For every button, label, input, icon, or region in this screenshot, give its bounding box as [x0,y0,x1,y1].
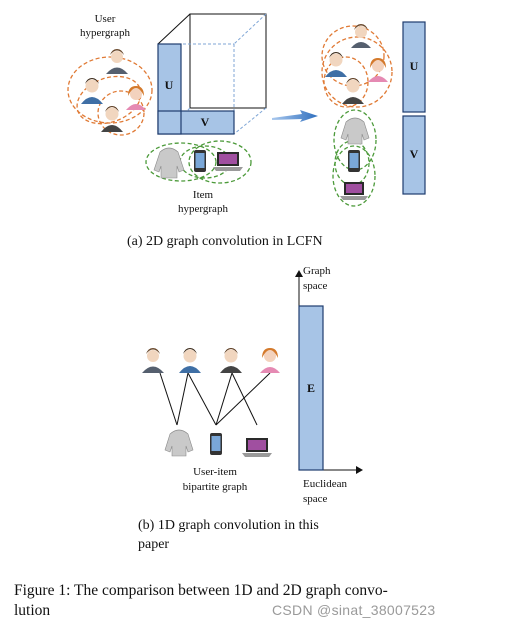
user-icon-b1 [142,348,164,373]
item-hyperedge-r3 [332,145,376,207]
graph-space-label-2: space [303,280,328,292]
matrix-v-left-label: V [200,115,210,129]
user-icon-b4 [260,348,280,373]
user-icon-a2 [81,78,103,104]
user-icon-r2 [325,52,347,77]
item-hypergraph-label-2: hypergraph [178,203,228,215]
matrix-e-label: E [306,381,315,395]
matrix-e [298,305,324,471]
phone-icon-r [348,150,360,172]
phone-icon-b [210,433,222,455]
user-icon-a3 [126,86,146,110]
hoodie-icon-a [153,147,185,179]
laptop-icon-a [213,152,243,171]
user-hyperedge-r3 [323,56,369,108]
watermark: CSDN @sinat_38007523 [272,602,436,618]
user-icon-b2 [179,348,201,373]
user-hyperedge-r2 [321,36,393,108]
panel-a-caption: (a) 2D graph convolution in LCFN [127,234,323,249]
user-icon-b3 [220,348,242,373]
matrix-v-left [157,110,235,135]
matrix-u-right [402,21,426,113]
transform-arrow [272,110,318,122]
item-hyperedge-3 [188,140,252,184]
bipartite-label-2: bipartite graph [182,481,248,493]
user-hyperedge-3 [97,90,145,136]
bipartite-edges [159,372,271,426]
user-icon-r3 [368,58,388,82]
user-hypergraph-label-2: hypergraph [80,27,130,39]
item-hypergraph-label-1: Item [192,189,214,201]
user-icon-a1 [106,49,128,74]
matrix-u-left-label: U [164,78,174,92]
user-icon-r1 [351,24,371,48]
figure-caption-line-2: lution [14,602,51,619]
laptop-icon-r [340,182,368,200]
euclidean-space-label-1: Euclidean [303,478,347,490]
panel-b-caption-1: (b) 1D graph convolution in this [138,518,319,533]
matrix-v-right [402,115,426,195]
user-hypergraph-label-1: User [94,13,116,25]
item-hyperedge-1 [145,142,217,182]
graph-space-label-1: Graph [303,265,331,277]
user-hyperedge-1 [67,56,153,124]
panel-b-caption-2: paper [138,537,170,552]
hoodie-icon-r [340,117,370,145]
hoodie-icon-b [164,429,194,457]
phone-icon-a [194,150,206,172]
user-icon-r4 [342,78,364,104]
user-icon-a4 [101,106,123,132]
laptop-icon-b [242,438,272,457]
figure-caption-line-1: Figure 1: The comparison between 1D and … [14,582,388,599]
euclidean-space-label-2: space [303,493,328,505]
bipartite-label-1: User-item [193,466,237,478]
matrix-v-right-label: V [409,147,419,161]
matrix-u-right-label: U [409,59,419,73]
